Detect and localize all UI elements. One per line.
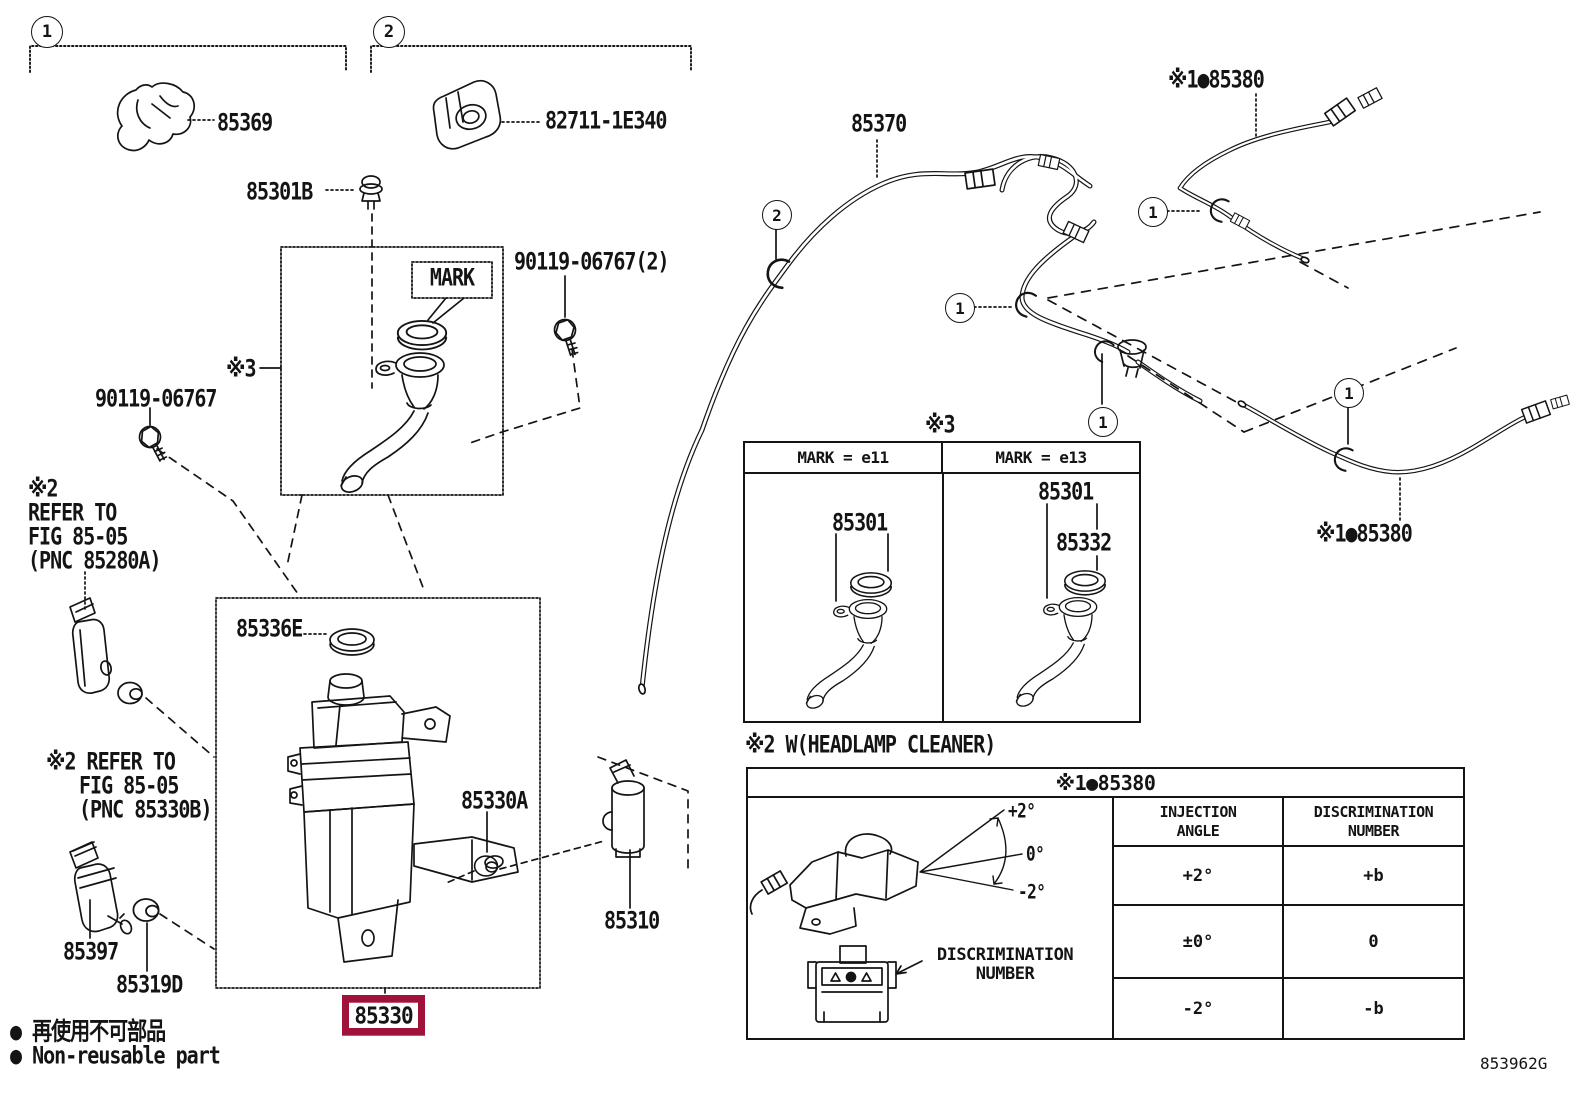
ref3-symbol: ※3: [226, 353, 257, 383]
col-header-injection-angle: INJECTION ANGLE: [1114, 798, 1284, 847]
bolt-90119-2-icon: [469, 275, 586, 444]
number-value-row2: 0: [1284, 906, 1463, 979]
note-ref1-line3: (PNC 85280A): [28, 545, 161, 575]
washer-pump-85310-icon: [597, 756, 689, 909]
angle-value-row2: ±0°: [1114, 906, 1284, 979]
callout-circle-1-hose-c[interactable]: 1: [1088, 407, 1118, 437]
mark-table-symbol: ※3: [925, 409, 956, 439]
washer-hose-85370-icon: [637, 139, 1203, 695]
callout-circle-2-hose[interactable]: 2: [762, 200, 792, 230]
cap-85336E-icon: [303, 628, 375, 656]
mark-table-art: [804, 503, 1107, 712]
note-ref2-line2: FIG 85-05: [79, 770, 179, 800]
note-ref1-symbol: ※2: [28, 473, 59, 503]
part-label-85397[interactable]: 85397: [63, 936, 119, 966]
callout-bracket-1: [29, 45, 347, 73]
callout-circle-1-hose-d[interactable]: 1: [1334, 378, 1364, 408]
part-label-85301-right[interactable]: 85301: [1038, 476, 1094, 506]
fan-angle-plus2: +2°: [1008, 799, 1036, 823]
grommet-upper-icon: [117, 681, 215, 758]
injection-angle-table: ※1●85380 INJECTION ANGLE DISCRIMINATION …: [746, 767, 1465, 1040]
part-label-85369[interactable]: 85369: [217, 107, 273, 137]
injection-table-title: ※1●85380: [748, 769, 1463, 798]
ref3-box: [259, 246, 504, 496]
tank-box: [215, 494, 541, 989]
selected-part-label-85330[interactable]: 85330: [342, 995, 425, 1036]
part-label-85380-mid[interactable]: ※1●85380: [1316, 518, 1413, 548]
note-ref1-line1: REFER TO: [28, 497, 117, 527]
projection-dashes: [1047, 211, 1541, 433]
note-ref2-line3: (PNC 85330B): [79, 794, 212, 824]
nozzle-art: [749, 809, 1023, 1023]
hose-85380-top-icon: [1166, 87, 1383, 264]
legend-jp: ● 再使用不可部品: [10, 1016, 166, 1046]
part-label-85301B[interactable]: 85301B: [246, 176, 313, 206]
part-label-85319D[interactable]: 85319D: [116, 969, 183, 999]
note-ref2-line1: ※2 REFER TO: [46, 746, 176, 776]
hose-85380-mid-icon: [1237, 394, 1570, 521]
number-value-row3: -b: [1363, 998, 1384, 1019]
col-header-discrimination-number: DISCRIMINATION NUMBER: [1284, 798, 1463, 847]
mark-comparison-table: MARK = e11 MARK = e13: [743, 441, 1141, 723]
part-label-85380-top[interactable]: ※1●85380: [1168, 64, 1265, 94]
clamp-82711-icon: [432, 79, 543, 150]
fan-angle-zero: 0°: [1026, 842, 1045, 866]
bolt-90119-icon: [136, 407, 299, 595]
part-label-90119-06767-2[interactable]: 90119-06767(2): [514, 246, 670, 276]
angle-value-row3: -2°: [1114, 979, 1284, 1038]
part-label-85330A[interactable]: 85330A: [461, 785, 528, 815]
angle-value-row1: +2°: [1114, 847, 1284, 906]
discrimination-number-callout: DISCRIMINATION NUMBER: [936, 945, 1074, 984]
washer-tank-icon: [287, 673, 519, 994]
part-label-85336E[interactable]: 85336E: [236, 613, 303, 643]
harness-inlet-icon: [1117, 339, 1147, 378]
mark-box-label: MARK: [429, 262, 475, 292]
legend-en: ● Non-reusable part: [10, 1040, 221, 1070]
mark-table-header: MARK = e11 MARK = e13: [745, 443, 1139, 474]
grommet-85319D-icon: [132, 898, 215, 972]
part-label-90119-06767[interactable]: 90119-06767: [95, 383, 217, 413]
part-label-85301-left[interactable]: 85301: [832, 507, 888, 537]
callout-circle-1-hose-b[interactable]: 1: [1138, 197, 1168, 227]
part-label-85310[interactable]: 85310: [604, 905, 660, 935]
part-label-85370[interactable]: 85370: [851, 108, 907, 138]
mark-table-divider: [942, 472, 944, 721]
mark-table-footnote: ※2 W(HEADLAMP CLEANER): [745, 729, 996, 759]
clip-85301B-icon: [325, 175, 383, 389]
callout-bracket-2: [370, 45, 692, 73]
washer-pump-upper-icon: [69, 571, 113, 694]
injection-table-art-cell: [748, 798, 1114, 1038]
fan-angle-minus2: -2°: [1018, 880, 1046, 904]
washer-pump-85397-icon: [69, 841, 133, 939]
callout-circle-1-hose-a[interactable]: 1: [945, 293, 975, 323]
mark-table-col-e11: MARK = e11: [745, 443, 943, 472]
mark-table-col-e13: MARK = e13: [995, 448, 1087, 467]
callout-circle-2[interactable]: 2: [373, 16, 405, 48]
part-label-85332[interactable]: 85332: [1056, 527, 1112, 557]
note-ref1-line2: FIG 85-05: [28, 521, 128, 551]
clip-85369-icon: [116, 82, 215, 152]
callout-circle-1[interactable]: 1: [31, 16, 63, 48]
grommet-85330A-icon: [443, 811, 605, 885]
number-value-row1: +b: [1284, 847, 1463, 906]
part-label-82711-1E340[interactable]: 82711-1E340: [545, 105, 667, 135]
diagram-code: 853962G: [1480, 1054, 1548, 1073]
